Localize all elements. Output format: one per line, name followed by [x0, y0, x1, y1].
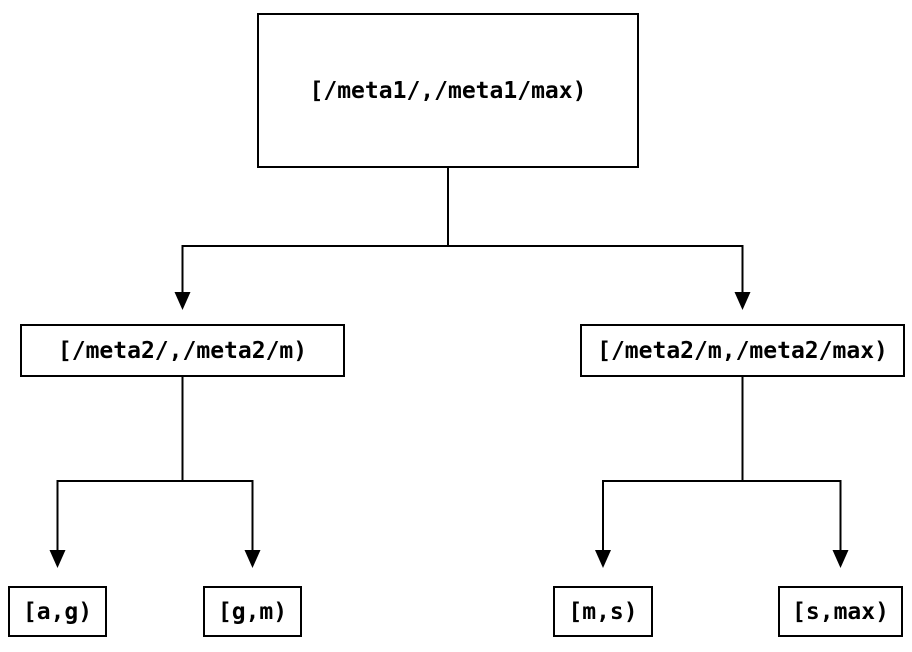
node-meta2-low-label: [/meta2/,/meta2/m): [57, 337, 308, 364]
arrowhead-icon: [174, 292, 191, 310]
arrowhead-icon: [244, 550, 261, 568]
node-meta2-high: [/meta2/m,/meta2/max): [580, 324, 905, 377]
leaf-node-ag-label: [a,g): [22, 598, 93, 625]
leaf-node-gm-label: [g,m): [217, 598, 288, 625]
leaf-node-ms-label: [m,s): [568, 598, 638, 625]
leaf-node-smax: [s,max): [778, 586, 903, 637]
node-root-label: [/meta1/,/meta1/max): [309, 77, 587, 104]
leaf-node-ms: [m,s): [553, 586, 653, 637]
edge-root-elbow: [181, 245, 744, 293]
leaf-node-ag: [a,g): [8, 586, 107, 637]
arrowhead-icon: [734, 292, 751, 310]
arrowhead-icon: [832, 550, 849, 568]
leaf-node-gm: [g,m): [203, 586, 302, 637]
arrowhead-icon: [595, 550, 611, 568]
node-meta2-low: [/meta2/,/meta2/m): [20, 324, 345, 377]
leaf-node-smax-label: [s,max): [792, 598, 889, 625]
arrowhead-icon: [49, 550, 66, 568]
edge-left-elbow: [56, 480, 254, 551]
node-root: [/meta1/,/meta1/max): [257, 13, 639, 168]
edge-right-elbow: [602, 480, 842, 551]
node-meta2-high-label: [/meta2/m,/meta2/max): [597, 337, 888, 364]
